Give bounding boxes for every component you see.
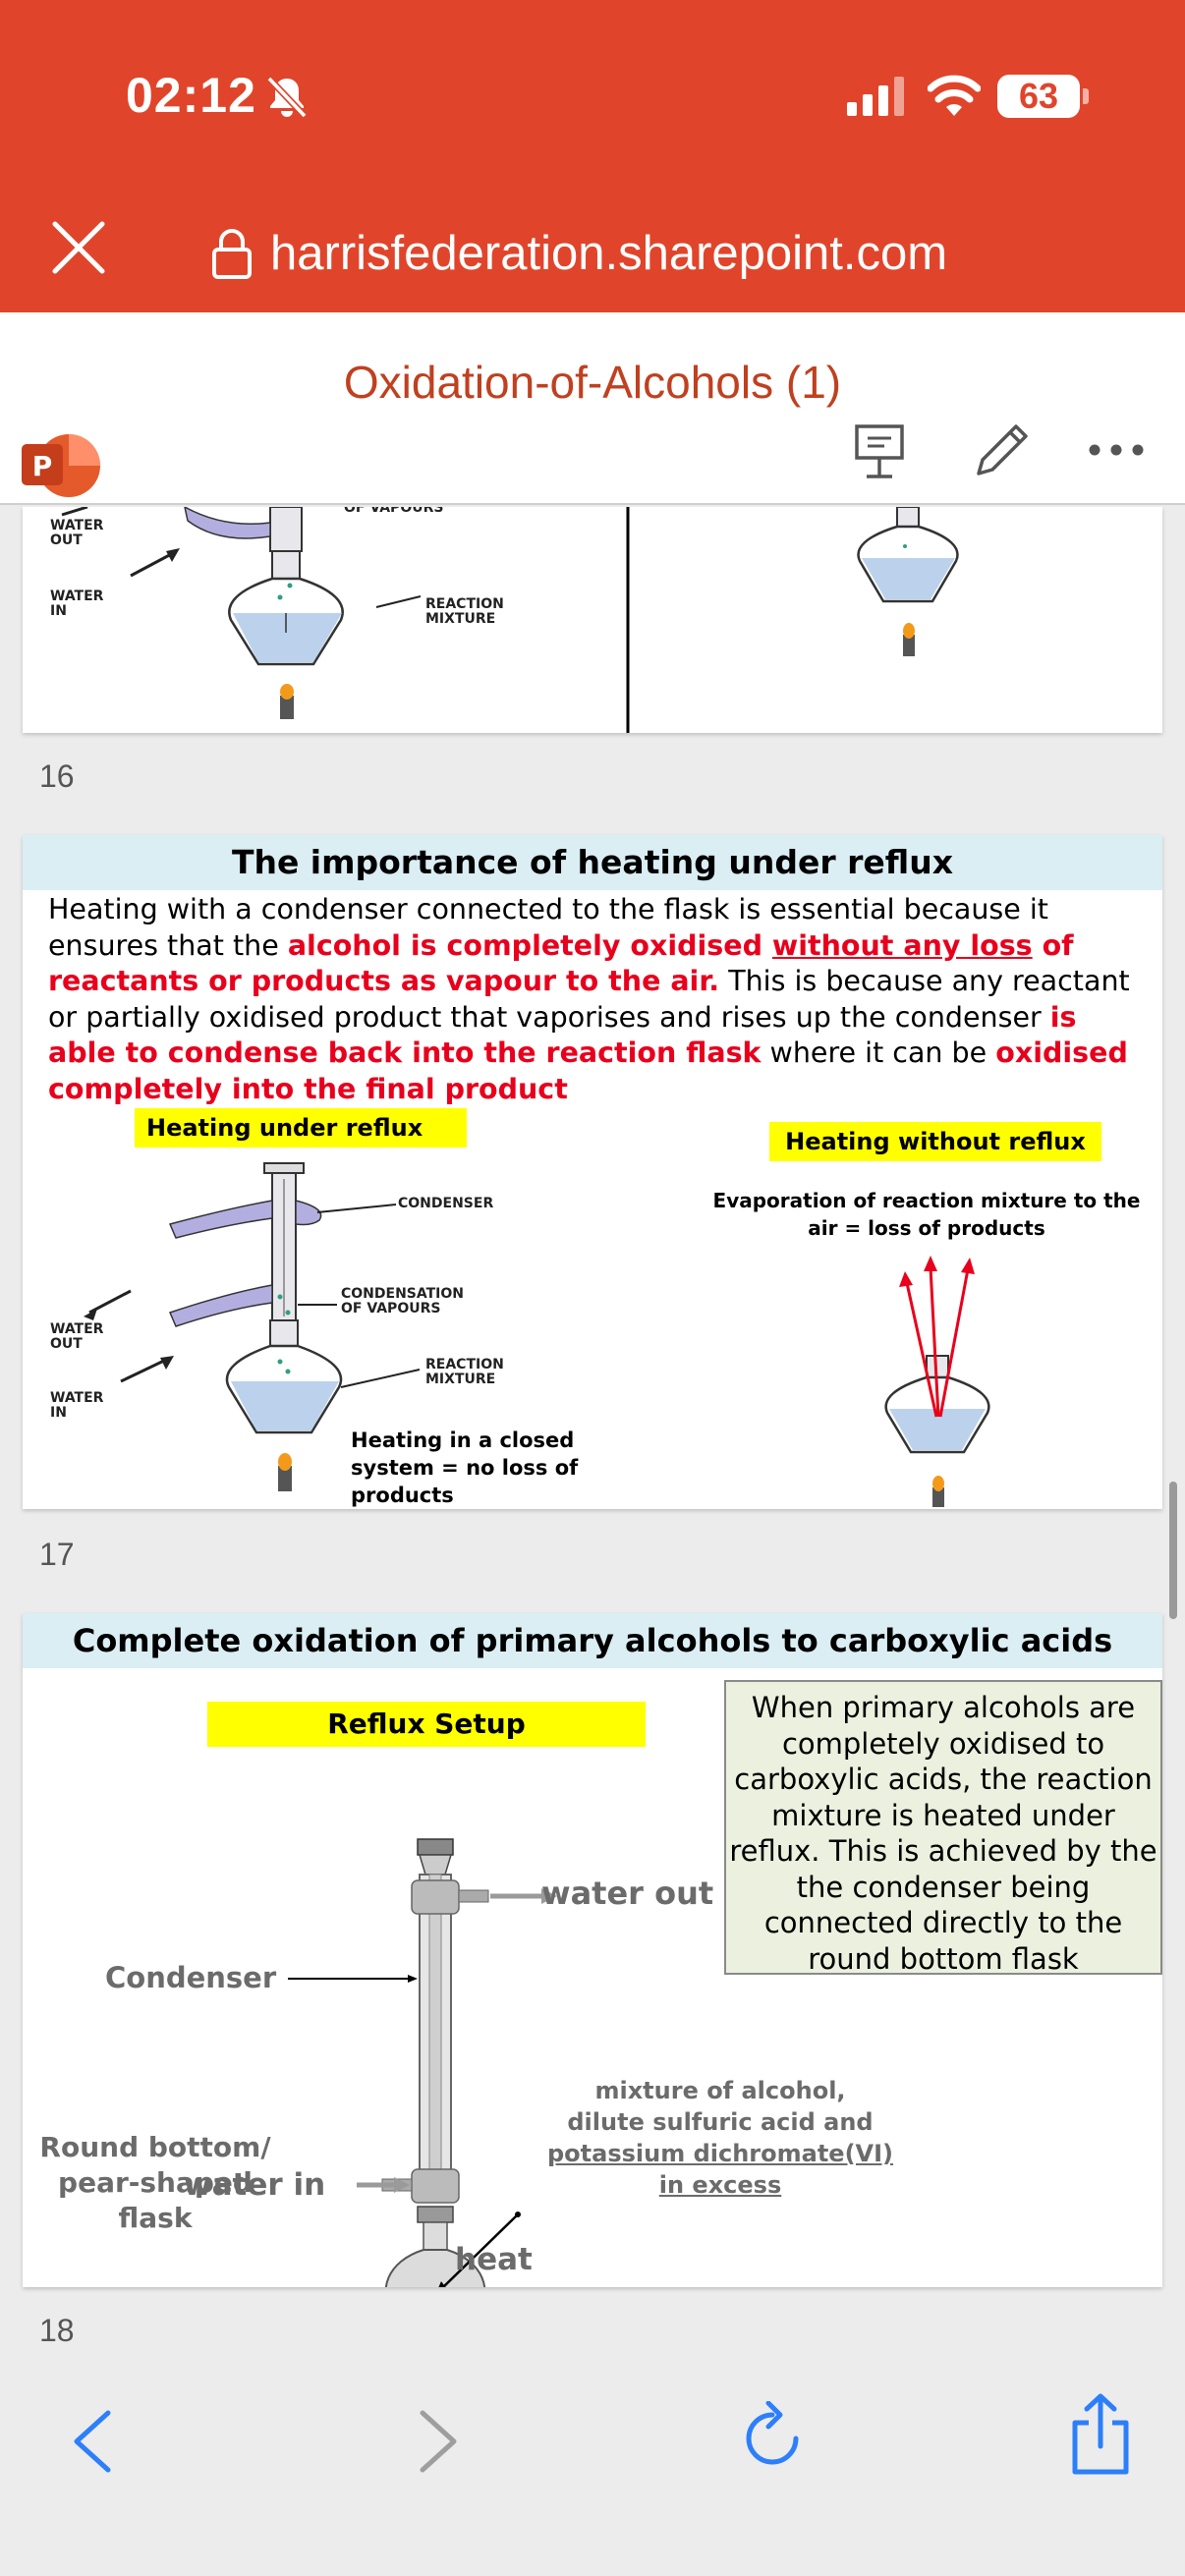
- battery-tip: [1083, 88, 1089, 104]
- label-water-in-17: water in: [184, 2167, 326, 2203]
- caption-closed-system: Heating in a closed system = no loss of …: [351, 1428, 579, 1507]
- present-icon[interactable]: [853, 422, 906, 481]
- back-chevron-icon[interactable]: [71, 2409, 114, 2474]
- label-reaction-mixture-16: REACTION MIXTURE: [425, 1357, 504, 1387]
- scrollbar-thumb[interactable]: [1169, 1482, 1177, 1619]
- label-water-out: WATER OUT: [50, 518, 104, 548]
- label-water-in-16: WATER IN: [50, 1390, 104, 1421]
- more-options-icon[interactable]: [1087, 442, 1146, 458]
- caption-evaporation: Evaporation of reaction mixture to the a…: [712, 1189, 1141, 1240]
- cellular-signal-icon: [847, 77, 904, 116]
- label-heating-under-reflux: Heating under reflux: [135, 1108, 467, 1148]
- edit-pen-icon[interactable]: [971, 419, 1034, 481]
- forward-chevron-icon[interactable]: [417, 2409, 460, 2474]
- slide-number-18: 18: [39, 2313, 75, 2344]
- slide-17[interactable]: Complete oxidation of primary alcohols t…: [23, 1613, 1162, 2287]
- logo-letter: P: [32, 450, 53, 482]
- slide-15-diagram: [61, 507, 959, 733]
- wifi-icon: [928, 75, 981, 116]
- powerpoint-logo-icon: P: [22, 434, 100, 497]
- label-water-out-16: WATER OUT: [50, 1321, 104, 1352]
- label-flask: Round bottom/ pear-shaped flask: [39, 2131, 271, 2234]
- label-mixture: mixture of alcohol, dilute sulfuric acid…: [546, 2077, 894, 2199]
- label-heat: heat: [455, 2242, 533, 2277]
- label-water-in: WATER IN: [50, 588, 104, 619]
- browser-top-bar: 02:12 63 harrisfederation.sharepoint.com: [0, 0, 1185, 312]
- status-time: 02:12: [126, 68, 256, 123]
- label-condenser-17: Condenser: [105, 1961, 277, 1994]
- url-text[interactable]: harrisfederation.sharepoint.com: [270, 227, 948, 280]
- browser-bottom-toolbar: [0, 2344, 1185, 2576]
- reload-icon[interactable]: [741, 2401, 804, 2472]
- slide-15-partial[interactable]: OF VAPOURS WATER OUT WATER IN REACTION M…: [23, 507, 1162, 733]
- slide-16-title: The importance of heating under reflux: [23, 835, 1162, 890]
- slide-number-17: 17: [39, 1537, 75, 1572]
- battery-indicator: 63: [997, 75, 1080, 118]
- close-icon[interactable]: [49, 218, 110, 279]
- label-reaction-mixture: REACTION MIXTURE: [425, 596, 504, 627]
- bell-muted-icon: [266, 76, 308, 119]
- lock-icon: [212, 229, 252, 279]
- label-condensation: CONDENSATION OF VAPOURS: [341, 1286, 465, 1316]
- document-title: Oxidation-of-Alcohols (1): [343, 357, 842, 408]
- label-water-out-17: water out: [541, 1875, 714, 1912]
- slide-17-title: Complete oxidation of primary alcohols t…: [23, 1613, 1162, 1668]
- info-box: When primary alcohols are completely oxi…: [724, 1680, 1162, 1976]
- slide-viewer[interactable]: OF VAPOURS WATER OUT WATER IN REACTION M…: [0, 507, 1185, 2344]
- share-icon[interactable]: [1069, 2393, 1132, 2476]
- slide-16[interactable]: The importance of heating under reflux H…: [23, 835, 1162, 1509]
- slide-number-16: 16: [39, 758, 75, 794]
- label-reflux-setup: Reflux Setup: [207, 1702, 646, 1747]
- label-heating-without-reflux: Heating without reflux: [769, 1122, 1101, 1161]
- label-condenser: CONDENSER: [398, 1196, 494, 1211]
- powerpoint-header: Oxidation-of-Alcohols (1) P: [0, 312, 1185, 505]
- slide-16-body: Heating with a condenser connected to th…: [48, 893, 1130, 1105]
- label-vapours: OF VAPOURS: [344, 507, 444, 516]
